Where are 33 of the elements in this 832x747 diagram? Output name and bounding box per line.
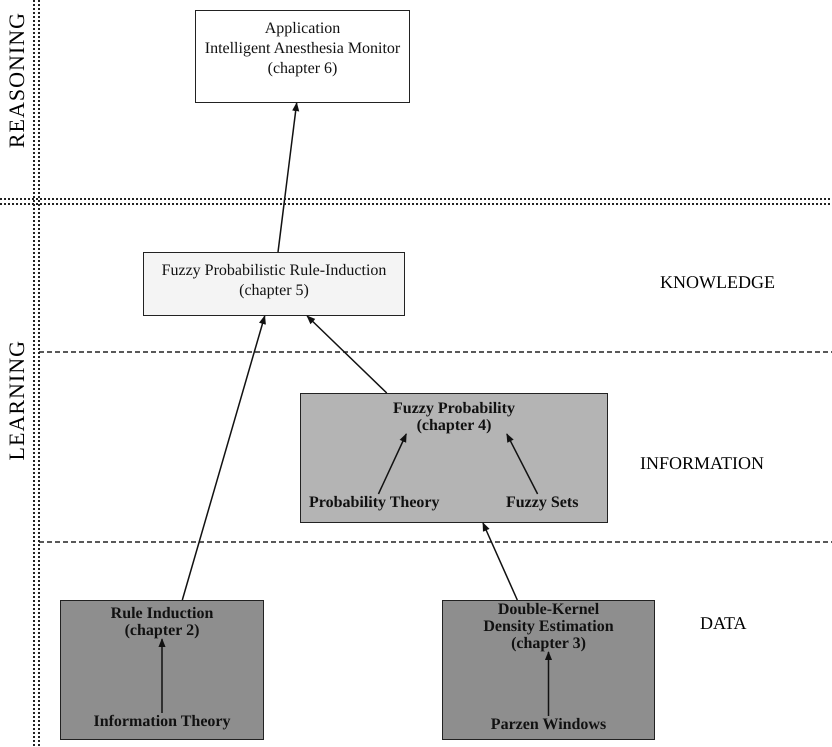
box-text: (chapter 4) bbox=[416, 417, 492, 434]
layer-label: DATA bbox=[700, 613, 747, 634]
process-box bbox=[143, 252, 405, 316]
arrow bbox=[158, 638, 166, 713]
arrow bbox=[506, 433, 538, 494]
layer-label: LEARNING bbox=[4, 340, 30, 460]
layer-label: INFORMATION bbox=[640, 453, 764, 474]
arrow bbox=[306, 315, 388, 394]
box-text: Rule Induction bbox=[110, 605, 214, 622]
process-box bbox=[195, 10, 410, 103]
arrow bbox=[277, 102, 300, 252]
process-box bbox=[60, 600, 264, 740]
box-text: (chapter 3) bbox=[510, 635, 587, 652]
box-text: (chapter 2) bbox=[124, 622, 200, 639]
arrow bbox=[182, 315, 266, 600]
layer-label: REASONING bbox=[4, 12, 30, 148]
box-text: Intelligent Anesthesia Monitor bbox=[204, 39, 402, 59]
node-text: Information Theory bbox=[93, 713, 231, 731]
process-box bbox=[442, 600, 655, 740]
box-text: Application bbox=[264, 19, 342, 39]
arrow bbox=[378, 433, 407, 494]
process-box bbox=[300, 393, 608, 523]
box-text: (chapter 5) bbox=[238, 281, 310, 301]
layer-label: KNOWLEDGE bbox=[660, 272, 775, 293]
box-text: (chapter 6) bbox=[266, 59, 338, 79]
arrow bbox=[482, 522, 518, 600]
arrow bbox=[544, 651, 552, 716]
node-text: Probability Theory bbox=[309, 494, 440, 512]
box-text: Double-Kernel Density Estimation bbox=[482, 601, 615, 635]
node-text: Parzen Windows bbox=[490, 716, 606, 734]
box-text: Fuzzy Probability bbox=[392, 400, 516, 417]
node-text: Fuzzy Sets bbox=[506, 494, 578, 512]
box-text: Fuzzy Probabilistic Rule-Induction bbox=[160, 261, 388, 281]
